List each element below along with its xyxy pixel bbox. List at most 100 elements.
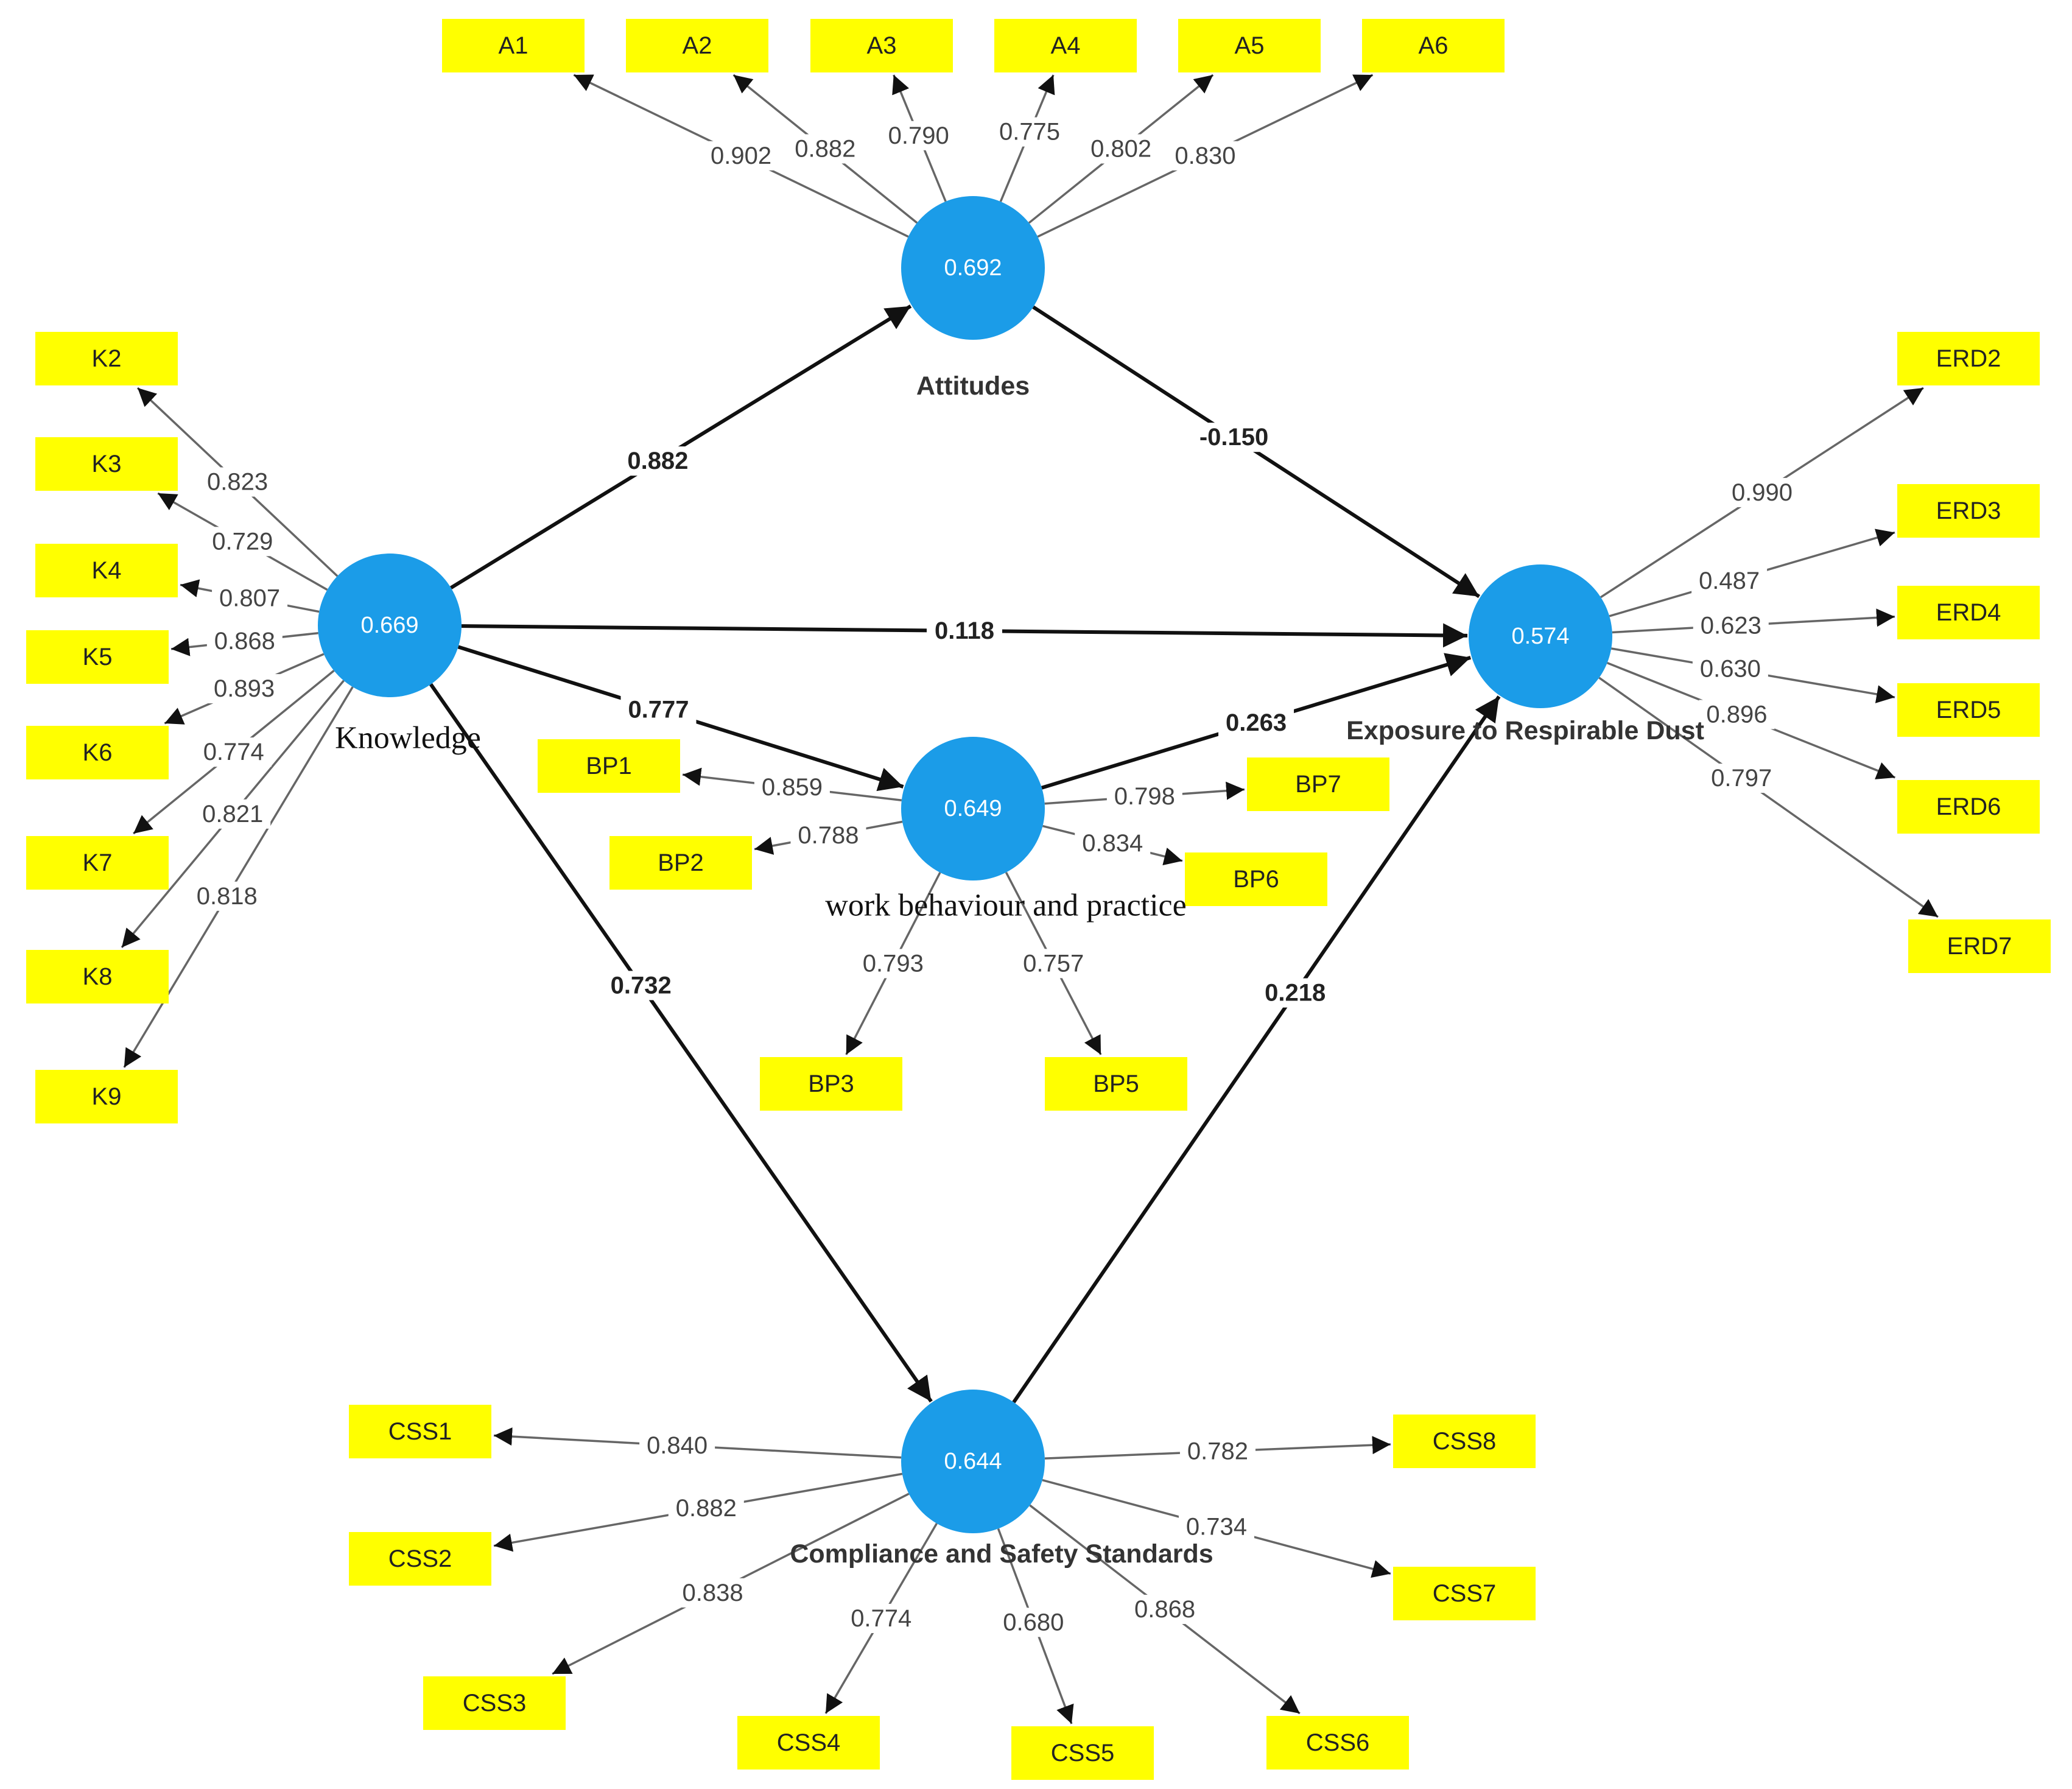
r-squared-value: 0.649 bbox=[944, 796, 1002, 821]
indicator-css8[interactable]: CSS8 bbox=[1393, 1415, 1536, 1468]
indicator-css5[interactable]: CSS5 bbox=[1011, 1726, 1154, 1780]
path-arrow-compliance-to-exposure bbox=[1012, 695, 1501, 1404]
path-coefficient-knowledge-to-exposure: 0.118 bbox=[935, 617, 994, 644]
indicator-k2[interactable]: K2 bbox=[35, 332, 178, 385]
loading-value-erd5: 0.630 bbox=[1700, 656, 1761, 683]
indicator-erd7[interactable]: ERD7 bbox=[1908, 919, 2051, 973]
indicator-a5[interactable]: A5 bbox=[1178, 19, 1321, 72]
latent-circle bbox=[901, 1390, 1045, 1533]
loading-value-erd4-group: 0.623 bbox=[1693, 611, 1769, 641]
indicator-box bbox=[35, 1070, 178, 1123]
indicator-erd5[interactable]: ERD5 bbox=[1897, 683, 2040, 737]
indicator-k8[interactable]: K8 bbox=[26, 950, 169, 1003]
indicator-css4[interactable]: CSS4 bbox=[737, 1716, 880, 1770]
loading-value-k8-bg bbox=[195, 799, 271, 829]
loading-value-bp3-group: 0.793 bbox=[855, 949, 931, 979]
path-coefficient-knowledge-to-compliance: 0.732 bbox=[611, 972, 672, 999]
loading-value-k8-group: 0.821 bbox=[195, 799, 271, 829]
loading-value-erd2: 0.990 bbox=[1732, 479, 1793, 506]
indicator-k9[interactable]: K9 bbox=[35, 1070, 178, 1123]
indicator-a2[interactable]: A2 bbox=[626, 19, 768, 72]
indicator-box bbox=[423, 1676, 566, 1730]
indicator-k5[interactable]: K5 bbox=[26, 630, 169, 684]
indicator-erd4[interactable]: ERD4 bbox=[1897, 586, 2040, 639]
indicator-erd2[interactable]: ERD2 bbox=[1897, 332, 2040, 385]
indicator-box bbox=[1393, 1415, 1536, 1468]
indicator-css1[interactable]: CSS1 bbox=[349, 1405, 491, 1458]
loading-value-css1: 0.840 bbox=[647, 1432, 708, 1459]
indicator-label: BP1 bbox=[586, 753, 632, 779]
indicator-label: BP5 bbox=[1093, 1070, 1139, 1097]
loading-value-css2-bg bbox=[668, 1494, 744, 1524]
loading-value-bp7-group: 0.798 bbox=[1106, 782, 1182, 812]
loading-value-k9-bg bbox=[189, 881, 265, 911]
indicator-label: A6 bbox=[1419, 32, 1449, 59]
r-squared-value: 0.669 bbox=[360, 613, 418, 638]
latent-label: Attitudes bbox=[916, 371, 1030, 401]
indicator-css3[interactable]: CSS3 bbox=[423, 1676, 566, 1730]
indicator-bp5[interactable]: BP5 bbox=[1045, 1057, 1187, 1111]
indicator-a6[interactable]: A6 bbox=[1362, 19, 1505, 72]
indicator-k7[interactable]: K7 bbox=[26, 836, 169, 890]
indicator-box bbox=[1185, 852, 1327, 906]
loading-value-k9: 0.818 bbox=[197, 883, 258, 910]
loading-value-erd7-group: 0.797 bbox=[1704, 764, 1780, 793]
r-squared-value: 0.644 bbox=[944, 1449, 1002, 1474]
indicator-bp1[interactable]: BP1 bbox=[538, 739, 680, 793]
indicator-a4[interactable]: A4 bbox=[994, 19, 1137, 72]
indicator-label: ERD7 bbox=[1947, 933, 2012, 960]
loading-value-erd3-group: 0.487 bbox=[1691, 566, 1768, 596]
loading-value-erd6-group: 0.896 bbox=[1699, 700, 1775, 729]
indicator-box bbox=[1897, 332, 2040, 385]
indicator-k3[interactable]: K3 bbox=[35, 437, 178, 491]
loading-value-a3-group: 0.790 bbox=[880, 121, 957, 150]
indicator-label: CSS6 bbox=[1306, 1729, 1370, 1756]
indicator-box bbox=[1897, 780, 2040, 834]
latent-circle bbox=[318, 554, 462, 697]
indicator-label: A3 bbox=[867, 32, 897, 59]
indicator-box bbox=[1908, 919, 2051, 973]
latent-label: Knowledge bbox=[335, 721, 481, 756]
indicator-bp6[interactable]: BP6 bbox=[1185, 852, 1327, 906]
indicator-label: CSS2 bbox=[388, 1545, 452, 1572]
indicator-css2[interactable]: CSS2 bbox=[349, 1532, 491, 1586]
loading-value-bp6-bg bbox=[1075, 829, 1151, 859]
loading-value-bp5-group: 0.757 bbox=[1016, 949, 1092, 979]
indicator-a3[interactable]: A3 bbox=[810, 19, 953, 72]
indicator-k6[interactable]: K6 bbox=[26, 726, 169, 779]
indicator-a1[interactable]: A1 bbox=[442, 19, 585, 72]
loading-arrow-erd7 bbox=[1598, 677, 1939, 918]
indicator-label: BP6 bbox=[1233, 866, 1279, 893]
indicator-label: K8 bbox=[83, 963, 113, 990]
path-coefficient-compliance-to-exposure-bg bbox=[1257, 978, 1333, 1008]
indicator-box bbox=[1266, 1716, 1409, 1770]
indicator-box bbox=[349, 1532, 491, 1586]
indicator-erd6[interactable]: ERD6 bbox=[1897, 780, 2040, 834]
path-coefficient-knowledge-to-work-bg bbox=[620, 695, 697, 725]
indicator-erd3[interactable]: ERD3 bbox=[1897, 484, 2040, 538]
loading-value-bp2: 0.788 bbox=[798, 822, 859, 849]
indicator-css7[interactable]: CSS7 bbox=[1393, 1567, 1536, 1620]
loading-value-erd2-bg bbox=[1724, 477, 1800, 507]
indicator-label: ERD3 bbox=[1936, 497, 2001, 524]
indicator-label: BP7 bbox=[1295, 771, 1341, 798]
loading-value-erd4: 0.623 bbox=[1701, 613, 1761, 639]
indicator-label: CSS5 bbox=[1051, 1740, 1115, 1766]
latent-label: work behaviour and practice bbox=[825, 888, 1186, 923]
latent-work[interactable]: 0.649 work behaviour and practice bbox=[825, 737, 1187, 923]
indicator-label: K4 bbox=[92, 557, 122, 584]
indicator-box bbox=[1247, 757, 1389, 811]
indicator-css6[interactable]: CSS6 bbox=[1266, 1716, 1409, 1770]
indicator-bp2[interactable]: BP2 bbox=[609, 836, 752, 890]
indicator-box bbox=[1362, 19, 1505, 72]
indicator-k4[interactable]: K4 bbox=[35, 544, 178, 597]
indicator-bp7[interactable]: BP7 bbox=[1247, 757, 1389, 811]
indicator-bp3[interactable]: BP3 bbox=[760, 1057, 902, 1111]
loading-value-erd4-bg bbox=[1693, 611, 1769, 641]
